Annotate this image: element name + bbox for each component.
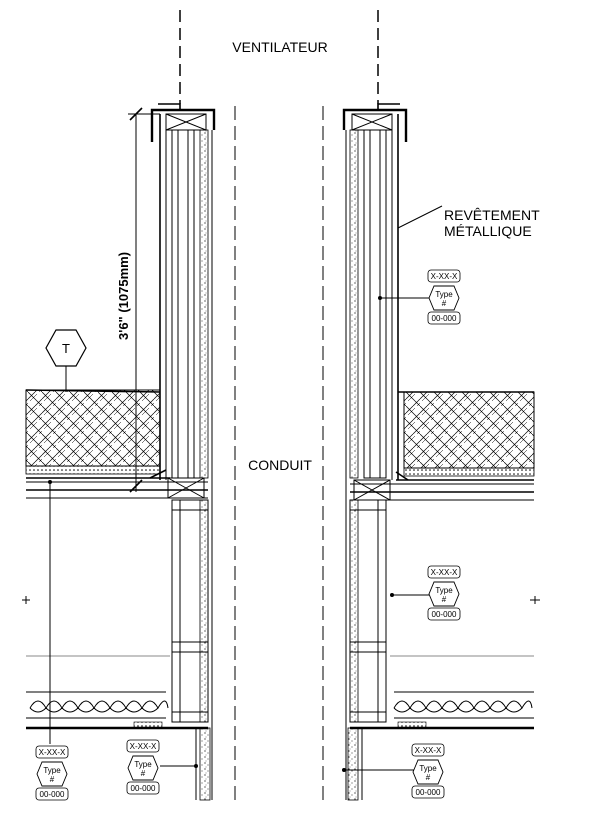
svg-text:X-XX-X: X-XX-X xyxy=(431,272,458,281)
right-curb xyxy=(342,103,408,800)
shaft-wall-right xyxy=(349,499,387,723)
svg-text:Type: Type xyxy=(435,586,453,595)
svg-text:#: # xyxy=(50,775,55,784)
svg-text:00-000: 00-000 xyxy=(432,314,457,323)
svg-text:#: # xyxy=(442,299,447,308)
roof-assembly-left xyxy=(25,389,208,499)
svg-text:Type: Type xyxy=(419,764,437,773)
svg-text:00-000: 00-000 xyxy=(416,788,441,797)
svg-text:Type: Type xyxy=(43,766,61,775)
type-tag-center-bottom: X-XX-X Type # 00-000 xyxy=(126,739,160,795)
cladding-label-line1: REVÊTEMENT xyxy=(444,207,540,223)
symbol-t: T xyxy=(45,329,87,367)
duct-label: CONDUIT xyxy=(248,457,312,473)
svg-text:Type: Type xyxy=(435,290,453,299)
svg-text:#: # xyxy=(426,773,431,782)
svg-text:T: T xyxy=(62,341,70,356)
svg-text:00-000: 00-000 xyxy=(432,610,457,619)
svg-text:00-000: 00-000 xyxy=(40,790,65,799)
vent-dashed-lines xyxy=(179,10,379,104)
svg-text:#: # xyxy=(141,769,146,778)
type-tag-right-middle: X-XX-X Type # 00-000 xyxy=(427,565,461,621)
svg-text:X-XX-X: X-XX-X xyxy=(130,742,157,751)
roof-assembly-right xyxy=(350,391,535,501)
lower-assembly-right xyxy=(347,655,534,801)
svg-text:X-XX-X: X-XX-X xyxy=(431,568,458,577)
shaft-wall-left xyxy=(171,499,209,723)
left-curb xyxy=(150,103,216,800)
deck-blocking xyxy=(167,477,391,501)
height-dimension: 3'6" (1075mm) xyxy=(116,107,160,493)
svg-text:X-XX-X: X-XX-X xyxy=(415,746,442,755)
break-marks xyxy=(22,596,540,604)
svg-text:Type: Type xyxy=(134,760,152,769)
svg-text:00-000: 00-000 xyxy=(131,784,156,793)
svg-text:X-XX-X: X-XX-X xyxy=(39,748,66,757)
duct-dashed-lines xyxy=(234,106,324,800)
ventilator-label: VENTILATEUR xyxy=(232,39,327,55)
leader-lines xyxy=(48,205,443,772)
type-tag-right-upper: X-XX-X Type # 00-000 xyxy=(427,269,461,325)
type-tag-right-bottom: X-XX-X Type # 00-000 xyxy=(411,743,445,799)
type-tag-left-bottom: X-XX-X Type # 00-000 xyxy=(35,745,69,801)
dimension-label: 3'6" (1075mm) xyxy=(116,252,131,340)
cladding-label-line2: MÉTALLIQUE xyxy=(444,223,532,239)
svg-text:#: # xyxy=(442,595,447,604)
